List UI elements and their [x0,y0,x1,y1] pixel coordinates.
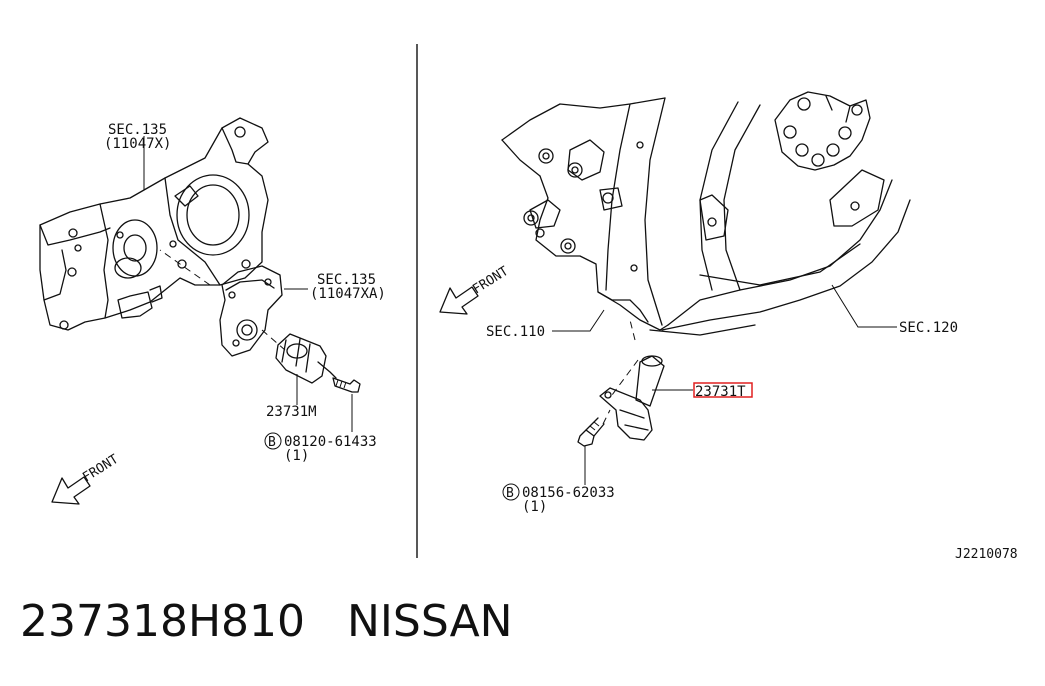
part-number-23731m: 23731M [266,404,317,420]
front-arrow-right: FRONT [439,264,511,315]
sec135-upper-label: SEC.135 [108,122,167,138]
front-label-left: FRONT [80,452,121,486]
bolt-letter-left: B [268,435,276,450]
bolt-marker-left [264,432,282,450]
sensor-23731m-drawing [275,333,337,384]
sec135-lower-code: (11047XA) [310,286,386,302]
front-housing-drawing [39,117,269,331]
bolt-left-drawing [332,377,361,393]
sec135-upper-code: (11047X) [104,136,171,152]
footer-part-number: 237318H810 [20,596,306,647]
gear-cluster-drawing [774,91,871,171]
front-label-right: FRONT [470,264,511,298]
engine-block-drawing [501,97,669,331]
bolt-number-left: 08120-61433 [284,434,377,450]
transmission-housing-drawing [649,101,911,336]
bolt-letter-right: B [506,486,514,501]
sec135-lower-label: SEC.135 [317,272,376,288]
sec120-label: SEC.120 [899,320,958,336]
bolt-right-drawing [577,409,611,447]
sensor-23731t-drawing [599,319,665,441]
highlight-box [693,382,753,398]
left-panel: FRONT SEC.135 (11047X) SEC.135 (11047XA)… [39,117,386,505]
right-panel: FRONT SEC.110 SEC.120 23731T B 08156-620… [439,91,958,515]
bolt-marker-right [502,483,520,501]
bolt-qty-left: (1) [284,448,309,464]
sec110-label: SEC.110 [486,324,545,340]
bolt-qty-right: (1) [522,499,547,515]
footer-brand: NISSAN [347,596,513,647]
bolt-number-right: 08156-62033 [522,485,615,501]
diagram-code: J2210078 [955,547,1018,562]
rear-cover-drawing [159,249,286,357]
footer-title: 237318H810 NISSAN [20,596,513,647]
part-number-23731t[interactable]: 23731T [695,384,746,400]
front-arrow-left: FRONT [51,452,121,505]
